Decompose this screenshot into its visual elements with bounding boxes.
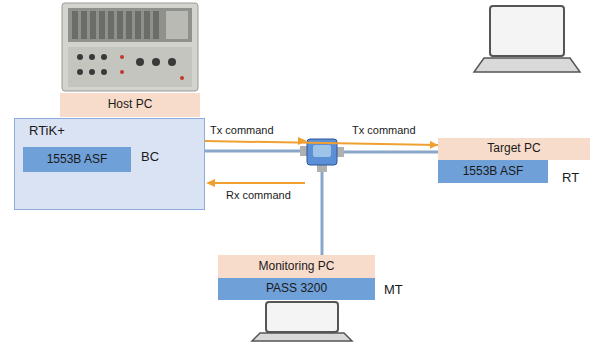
role-label: BC [141,150,159,164]
bus-cables [205,151,438,255]
host-pc-rack [62,3,198,91]
software-box: 1553B ASF [23,147,131,172]
cable [205,150,307,153]
controller-box: 1553B ASF RTiK+ [14,118,205,210]
laptop-screen [266,302,338,332]
rack-cards [72,11,159,39]
signal-label: Tx command [352,124,416,136]
target-laptop [474,6,580,72]
rack-connectors [77,54,176,75]
rack-drive [166,11,188,39]
node-text: Target PC [487,142,540,155]
laptop-screen [490,6,564,56]
node-text: PASS 3200 [266,282,327,295]
command-arrow [205,141,438,145]
signal-label: Tx command [210,124,274,136]
monitoring-laptop [252,302,352,341]
node-text: Host PC [108,98,153,111]
cable [337,151,438,154]
rx-arrow [214,182,305,184]
rack-front-panel [68,47,192,87]
signal-label: Rx command [226,189,291,201]
laptop-base [474,58,580,72]
software-box: PASS 3200 [218,278,375,300]
pc-label-box: Target PC [438,138,590,160]
laptop-base [252,333,352,341]
rack-body [62,3,198,91]
rack-leds [120,55,184,80]
cable [321,166,324,255]
node-text: 1553B ASF [463,165,524,178]
command-arrows [206,137,307,187]
rack-slots [68,8,192,42]
role-label: RT [562,171,579,185]
role-label: MT [384,283,403,297]
node-text: 1553B ASF [47,153,108,166]
coupler-label [313,145,331,157]
pc-label-box: Monitoring PC [218,255,375,278]
pc-label-box: Host PC [60,93,200,117]
node-text: RTiK+ [29,124,65,138]
node-text: Monitoring PC [258,260,334,273]
software-box: 1553B ASF [438,160,548,183]
rx-arrowhead [206,179,215,187]
tx-arrowhead [298,137,307,145]
